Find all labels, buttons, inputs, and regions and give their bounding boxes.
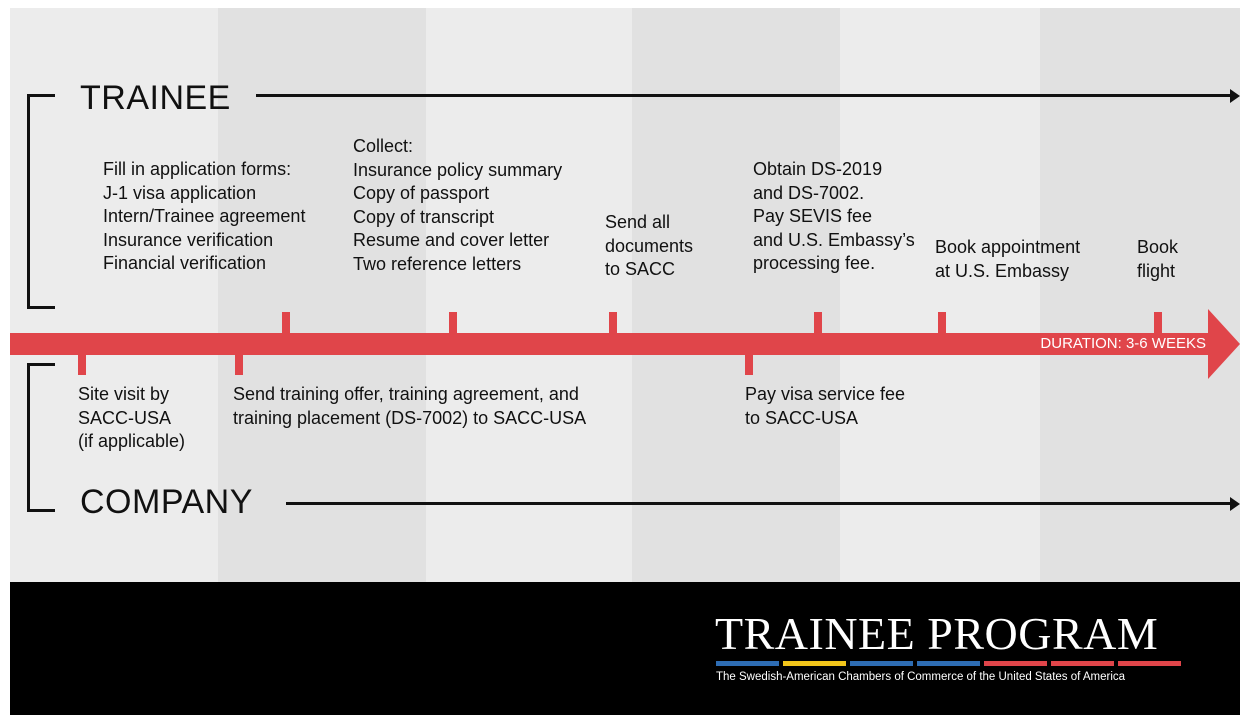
company-tick bbox=[78, 353, 86, 375]
company-lane-arrowhead bbox=[1230, 497, 1240, 511]
company-bracket bbox=[27, 364, 30, 512]
step-line: Financial verification bbox=[103, 253, 267, 273]
step-line: Send training offer, training agreement,… bbox=[233, 384, 579, 404]
logo-color-stripes bbox=[716, 661, 1181, 666]
logo-stripe bbox=[1051, 661, 1114, 666]
step-line: Book bbox=[1137, 237, 1179, 257]
trainee-tick bbox=[449, 312, 457, 334]
trainee-bracket-top bbox=[27, 94, 55, 97]
trainee-tick bbox=[938, 312, 946, 334]
trainee-lane-label: TRAINEE bbox=[80, 79, 231, 117]
background-band bbox=[10, 8, 218, 582]
step-line: Copy of passport bbox=[353, 183, 490, 203]
trainee-tick bbox=[814, 312, 822, 334]
trainee-step-obtain-ds2019: Obtain DS-2019 and DS-7002. Pay SEVIS fe… bbox=[753, 158, 915, 276]
timeline-diagram: TRAINEE COMPANY DURATION: 3-6 WEEKS Fill… bbox=[10, 8, 1240, 715]
step-line: training placement (DS-7002) to SACC-USA bbox=[233, 407, 587, 428]
logo-stripe bbox=[984, 661, 1047, 666]
company-lane-line bbox=[286, 502, 1230, 505]
background-band bbox=[1040, 8, 1240, 582]
trainee-tick bbox=[282, 312, 290, 334]
step-line: Book appointment bbox=[935, 237, 1081, 257]
company-lane-label: COMPANY bbox=[80, 483, 253, 521]
background-band bbox=[840, 8, 1040, 582]
step-line: Fill in application forms: bbox=[103, 159, 292, 179]
trainee-bracket-bottom bbox=[27, 306, 55, 309]
step-line: J-1 visa application bbox=[103, 182, 257, 203]
step-line: Copy of transcript bbox=[353, 206, 495, 227]
background-band bbox=[426, 8, 632, 582]
duration-label: DURATION: 3-6 WEEKS bbox=[1040, 335, 1206, 352]
footer bbox=[10, 582, 1240, 715]
step-line: documents bbox=[605, 235, 694, 256]
step-line: Two reference letters bbox=[353, 253, 522, 274]
background-band bbox=[632, 8, 840, 582]
logo-subtitle: The Swedish-American Chambers of Commerc… bbox=[716, 671, 1126, 683]
company-step-site-visit: Site visit by SACC-USA (if applicable) bbox=[78, 383, 185, 454]
step-line: SACC-USA bbox=[78, 407, 172, 428]
step-line: to SACC-USA bbox=[745, 407, 859, 428]
step-line: Send all bbox=[605, 212, 671, 232]
logo-stripe bbox=[783, 661, 846, 666]
step-line: Resume and cover letter bbox=[353, 230, 550, 250]
step-line: and DS-7002. bbox=[753, 182, 865, 203]
step-line: flight bbox=[1137, 260, 1176, 281]
step-line: to SACC bbox=[605, 259, 676, 279]
logo-stripe bbox=[917, 661, 980, 666]
step-line: Intern/Trainee agreement bbox=[103, 206, 306, 226]
step-line: Pay visa service fee bbox=[745, 384, 906, 404]
trainee-step-collect: Collect: Insurance policy summary Copy o… bbox=[353, 135, 562, 276]
trainee-tick bbox=[609, 312, 617, 334]
step-line: Obtain DS-2019 bbox=[753, 159, 883, 179]
step-line: Collect: bbox=[353, 136, 414, 156]
trainee-tick bbox=[1154, 312, 1162, 334]
company-tick bbox=[745, 353, 753, 375]
trainee-program-logo: TRAINEE PROGRAM bbox=[715, 608, 1159, 659]
background-band bbox=[218, 8, 426, 582]
step-line: at U.S. Embassy bbox=[935, 260, 1070, 281]
step-line: Insurance policy summary bbox=[353, 159, 563, 180]
company-tick bbox=[235, 353, 243, 375]
company-step-pay-visa-fee: Pay visa service fee to SACC-USA bbox=[745, 383, 905, 430]
trainee-lane-line bbox=[256, 94, 1230, 97]
trainee-step-book-flight: Book flight bbox=[1137, 236, 1178, 283]
company-bracket-top bbox=[27, 363, 55, 366]
trainee-lane-arrowhead bbox=[1230, 89, 1240, 103]
logo-stripe bbox=[1118, 661, 1181, 666]
step-line: (if applicable) bbox=[78, 431, 186, 451]
step-line: Pay SEVIS fee bbox=[753, 206, 873, 226]
step-line: and U.S. Embassy’s bbox=[753, 229, 915, 250]
company-step-send-training-offer: Send training offer, training agreement,… bbox=[233, 383, 586, 430]
timeline-arrowhead bbox=[1208, 309, 1240, 379]
trainee-step-book-appointment: Book appointment at U.S. Embassy bbox=[935, 236, 1080, 283]
company-bracket-bottom bbox=[27, 509, 55, 512]
step-line: Site visit by bbox=[78, 384, 170, 404]
trainee-step-application-forms: Fill in application forms: J-1 visa appl… bbox=[103, 158, 305, 276]
step-line: Insurance verification bbox=[103, 229, 274, 250]
logo-stripe bbox=[850, 661, 913, 666]
trainee-bracket bbox=[27, 95, 30, 309]
timeline-bar bbox=[10, 333, 1210, 355]
trainee-step-send-documents: Send all documents to SACC bbox=[605, 211, 693, 282]
logo-stripe bbox=[716, 661, 779, 666]
step-line: processing fee. bbox=[753, 253, 876, 273]
